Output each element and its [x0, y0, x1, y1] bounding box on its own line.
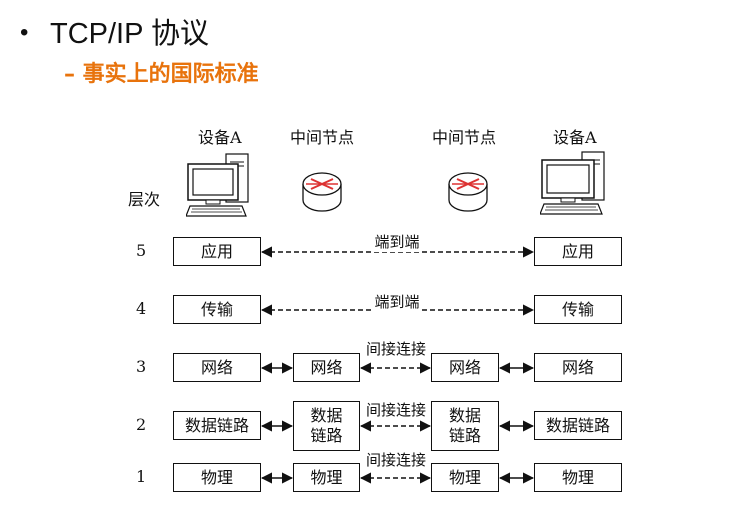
layer-box-datalink-right: 数据链路 [534, 411, 622, 440]
layer-header: 层次 [128, 190, 161, 209]
layer-box-application-left: 应用 [173, 237, 261, 266]
slide-title-text: TCP/IP 协议 [50, 18, 209, 50]
layer-box-network-left: 网络 [173, 353, 261, 382]
layer-box-physical-node-1: 物理 [293, 463, 360, 492]
layer-number-3: 3 [136, 357, 147, 376]
layer-box-network-right: 网络 [534, 353, 622, 382]
layer-number-4: 4 [136, 299, 147, 318]
router-icon [302, 172, 342, 212]
layer-box-network-node-1: 网络 [293, 353, 360, 382]
layer-box-application-right: 应用 [534, 237, 622, 266]
layer-box-datalink-node-2: 数据 链路 [431, 401, 499, 451]
layer-number-1: 1 [136, 467, 147, 486]
layer-box-network-node-2: 网络 [431, 353, 499, 382]
column-label-node-1: 中间节点 [290, 128, 355, 147]
layer-box-physical-left: 物理 [173, 463, 261, 492]
layer-box-transport-right: 传输 [534, 295, 622, 324]
layer-box-physical-right: 物理 [534, 463, 622, 492]
layer-box-physical-node-2: 物理 [431, 463, 499, 492]
layer-box-datalink-node-1: 数据 链路 [293, 401, 360, 451]
router-icon [448, 172, 488, 212]
link-label-l2: 间接连接 [364, 399, 428, 420]
layer-box-transport-left: 传输 [173, 295, 261, 324]
link-label-l1: 间接连接 [364, 449, 428, 470]
layer-number-2: 2 [136, 415, 147, 434]
column-label-node-2: 中间节点 [432, 128, 497, 147]
column-label-device-left: 设备A [198, 128, 242, 147]
bullet-dot: • [20, 19, 29, 46]
desktop-computer-icon [540, 151, 605, 215]
slide-title: • TCP/IP 协议 [20, 10, 209, 52]
layer-number-5: 5 [136, 241, 147, 260]
layer-box-datalink-left: 数据链路 [173, 411, 261, 440]
link-label-l4: 端到端 [373, 291, 421, 312]
link-label-l3: 间接连接 [364, 338, 428, 359]
column-label-device-right: 设备A [553, 128, 597, 147]
slide-subtitle: – 事实上的国际标准 [64, 62, 259, 87]
link-label-l5: 端到端 [373, 231, 421, 252]
desktop-computer-icon [186, 153, 249, 217]
